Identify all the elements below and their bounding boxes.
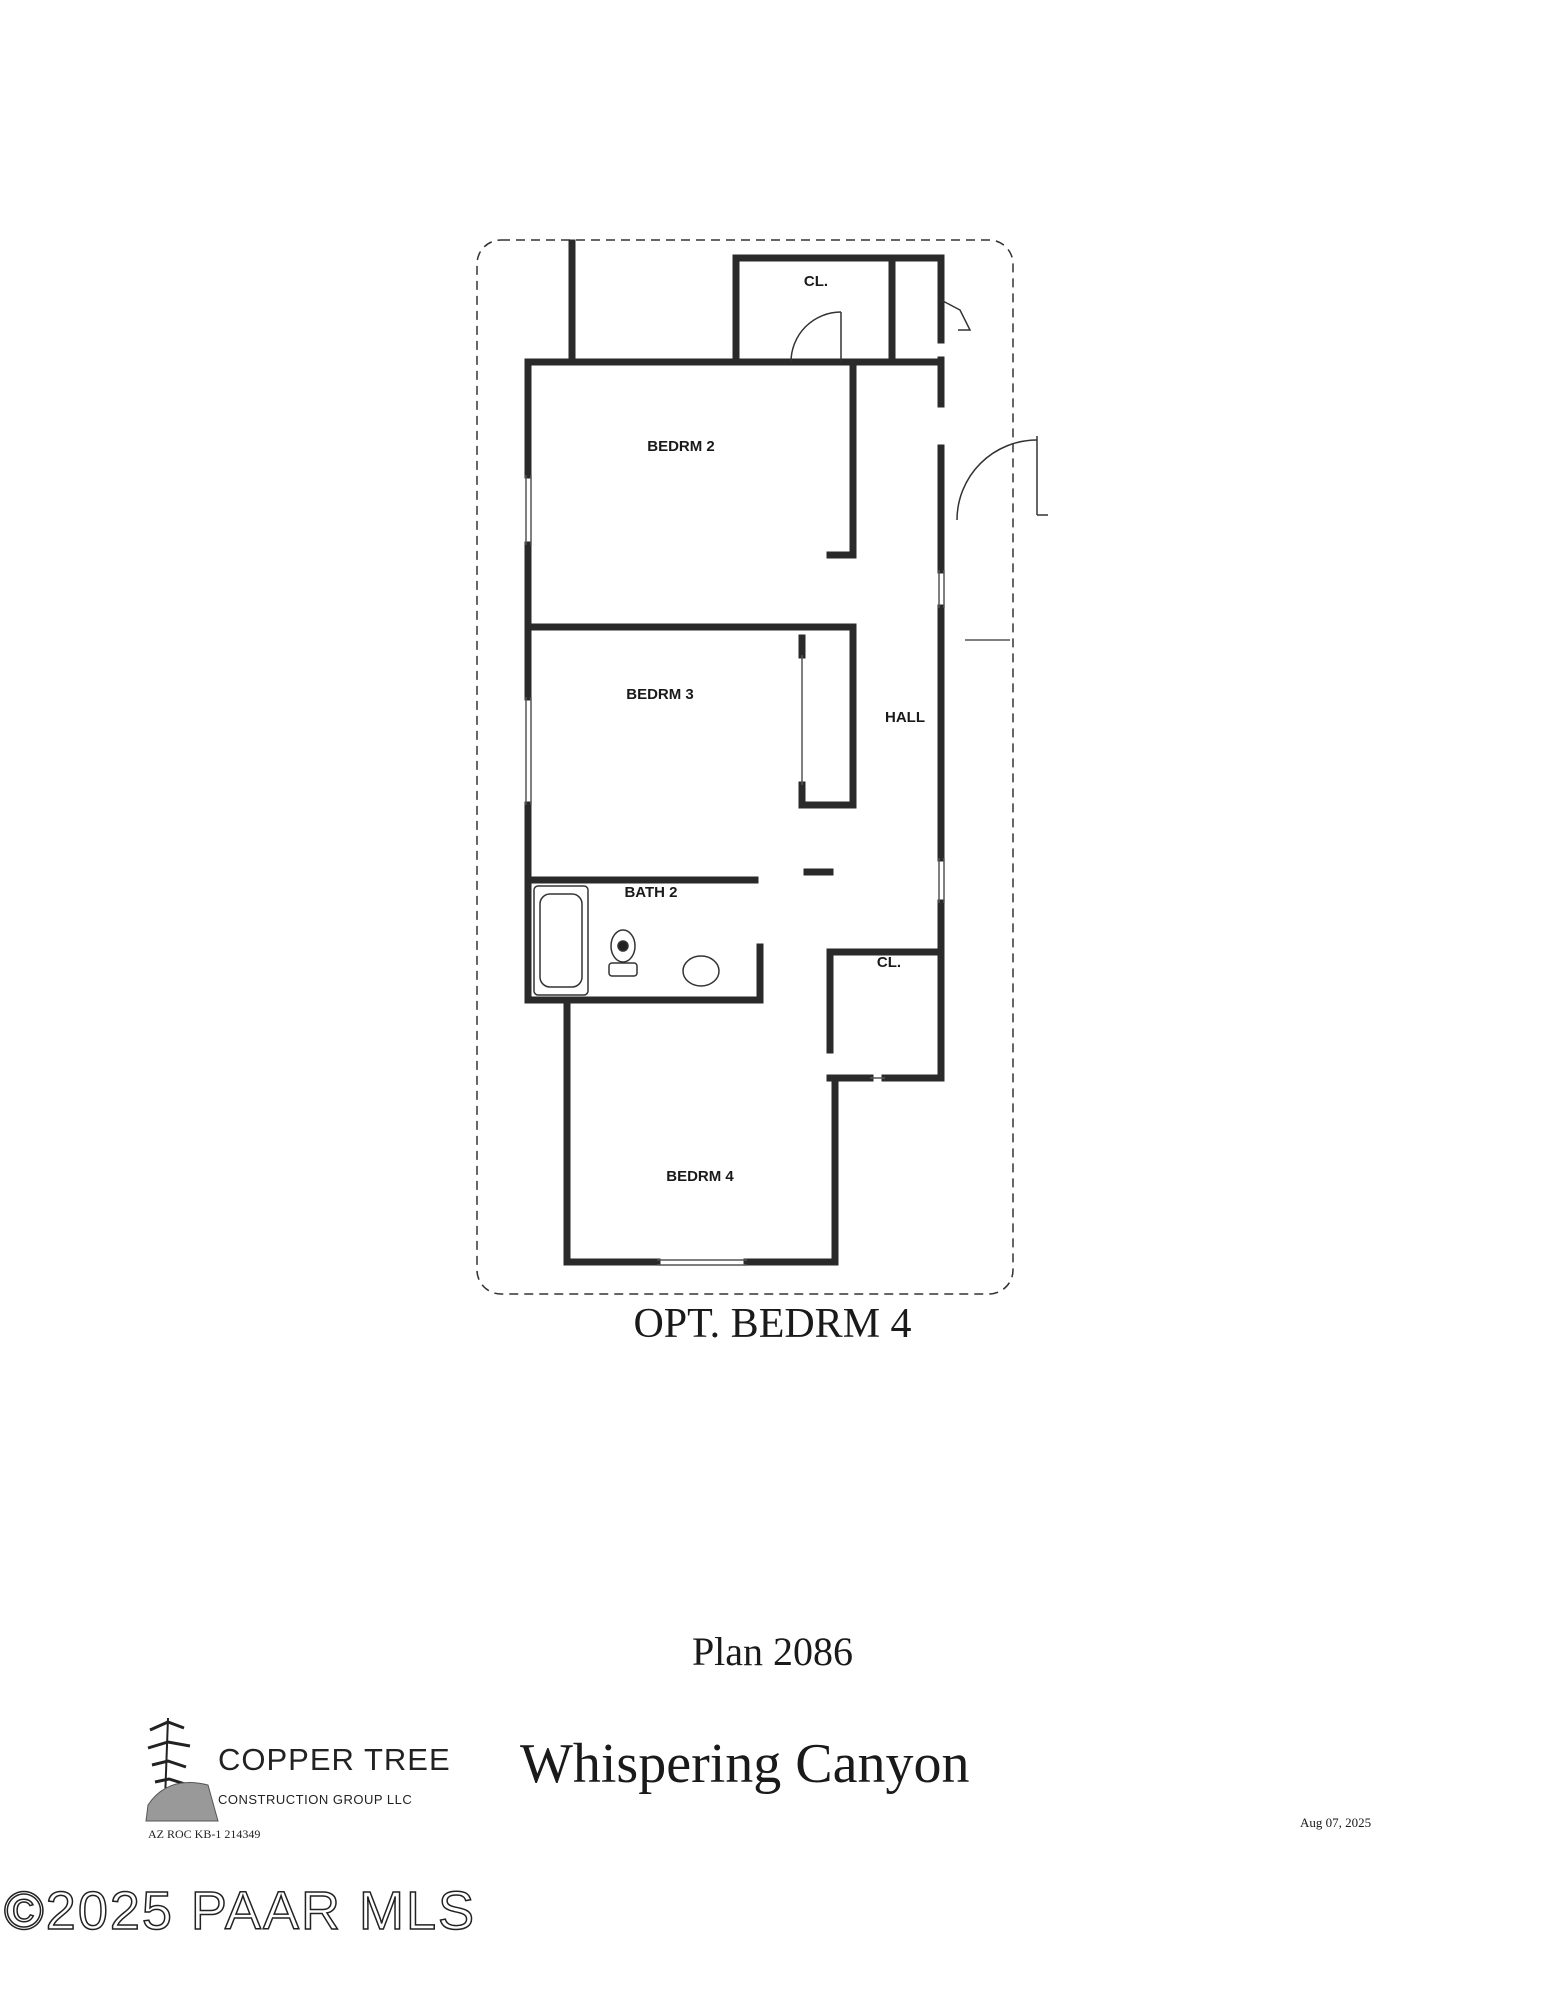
logo-license: AZ ROC KB-1 214349: [148, 1827, 261, 1841]
door-swings: [790, 299, 1048, 521]
document-date: Aug 07, 2025: [1300, 1815, 1372, 1830]
watermark: ©2025 PAAR MLS: [3, 1880, 476, 1942]
room-label-closet-top: CL.: [804, 273, 828, 290]
plan-number: Plan 2086: [691, 1629, 854, 1674]
logo-brand: COPPER TREE: [218, 1742, 451, 1777]
copper-tree-logo-graphic: [145, 1717, 219, 1822]
logo-subtitle: CONSTRUCTION GROUP LLC: [218, 1792, 413, 1807]
windows: [525, 475, 1010, 1266]
sink-icon: [682, 955, 720, 987]
option-title: OPT. BEDRM 4: [633, 1301, 912, 1347]
plan-boundary: [476, 239, 1014, 1295]
bath-fixtures: [533, 885, 720, 996]
project-name: Whispering Canyon: [520, 1733, 970, 1795]
room-label-bath-2: BATH 2: [624, 884, 677, 901]
room-label-hall: HALL: [885, 709, 925, 726]
walls: [524, 239, 945, 1266]
room-label-bedroom-2: BEDRM 2: [647, 438, 715, 455]
room-label-closet-bottom: CL.: [877, 954, 901, 971]
room-label-bedroom-3: BEDRM 3: [626, 686, 694, 703]
room-label-bedroom-4: BEDRM 4: [666, 1168, 734, 1185]
